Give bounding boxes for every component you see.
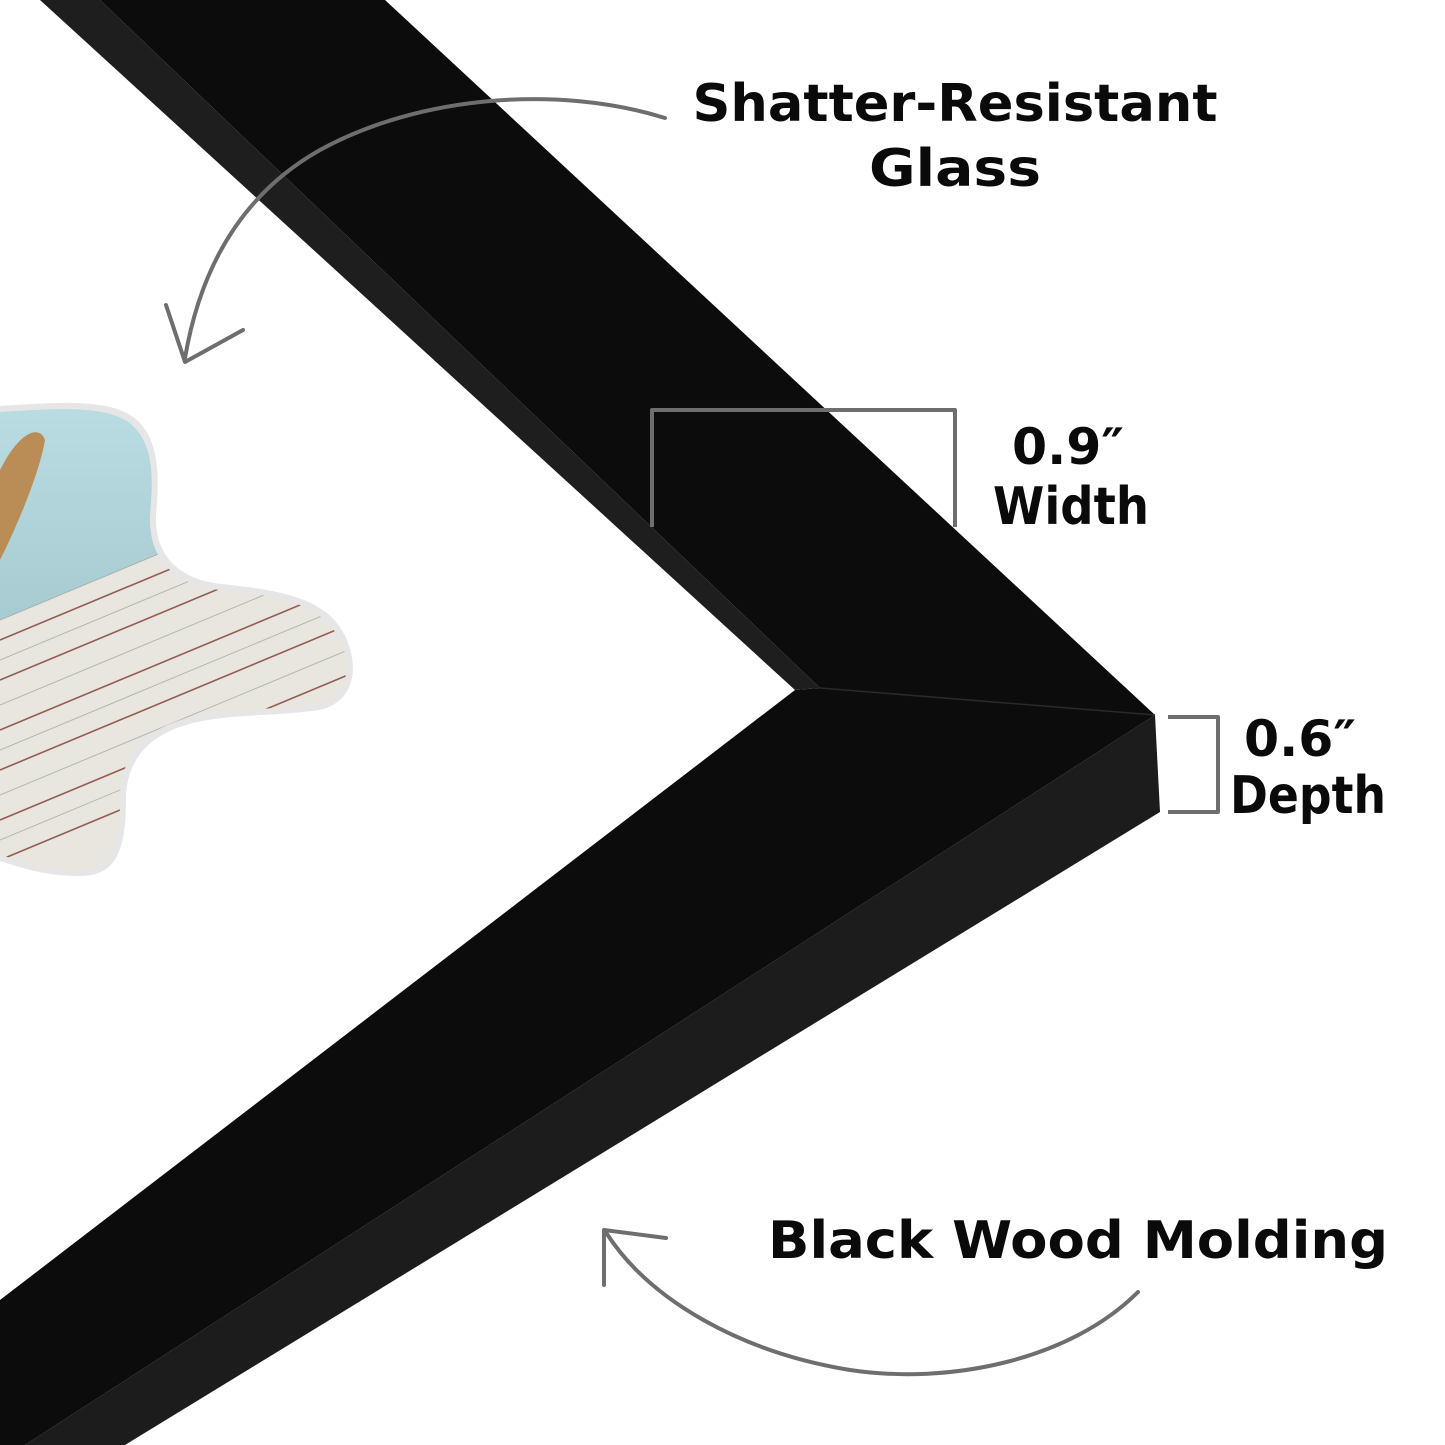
frame-side-face <box>25 715 1160 1445</box>
width-value: 0.9″ <box>1012 418 1124 476</box>
curved-arrow-molding-icon <box>602 1228 1140 1377</box>
frame-rabbet-lip <box>40 0 820 690</box>
depth-label: Depth <box>1230 766 1386 826</box>
width-bracket-icon <box>650 408 957 527</box>
glass-label-line1: Shatter-Resistant <box>693 74 1218 134</box>
black-frame-corner <box>0 0 1160 1445</box>
frame-top-rail <box>100 0 1155 715</box>
puzzle-photo <box>0 402 353 876</box>
curved-arrow-glass-icon <box>164 97 667 364</box>
frame-bottom-rail <box>0 688 1155 1445</box>
width-label: Width <box>993 477 1149 537</box>
glass-label-line2: Glass <box>869 139 1041 199</box>
depth-value: 0.6″ <box>1244 710 1356 768</box>
depth-bracket-icon <box>1168 715 1220 814</box>
molding-label: Black Wood Molding <box>768 1211 1388 1271</box>
